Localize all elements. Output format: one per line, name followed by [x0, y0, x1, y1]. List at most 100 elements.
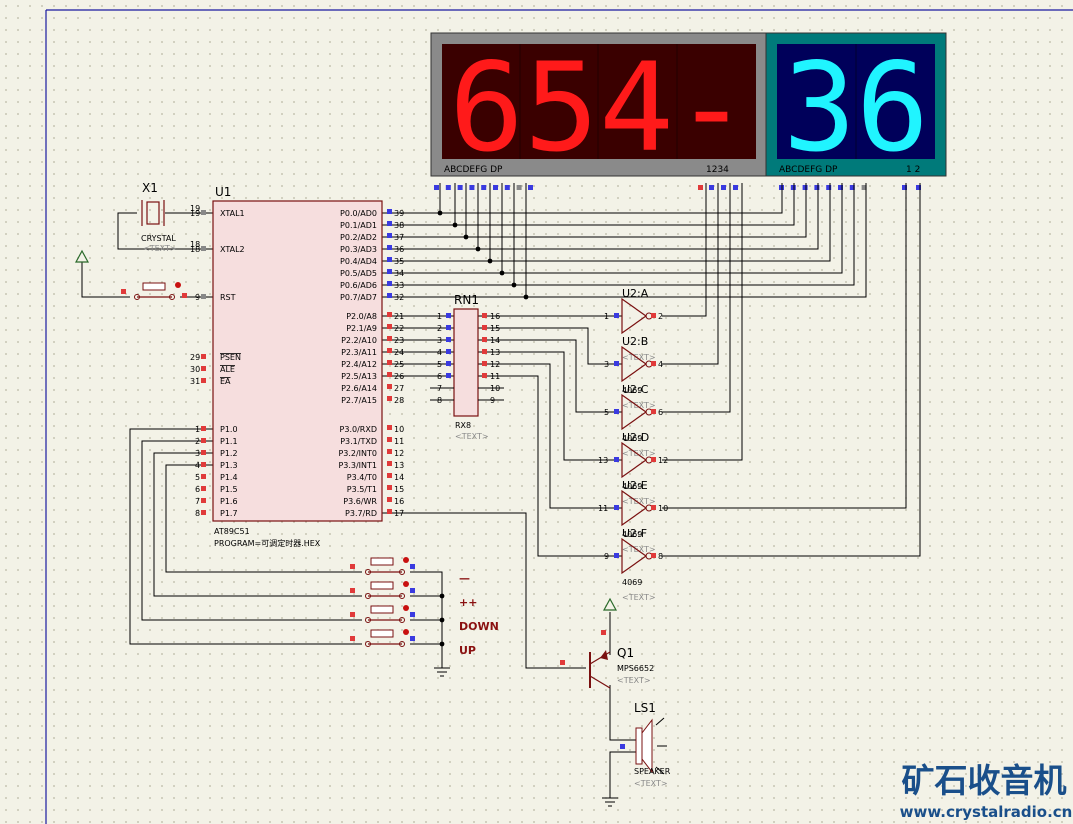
- ground-speaker: [602, 797, 618, 807]
- mcu-pin-number: 10: [394, 425, 404, 434]
- display-right-digits: 36: [783, 37, 929, 179]
- button-label: ++: [459, 596, 477, 609]
- mcu-pin-name: P3.1/TXD: [340, 437, 377, 446]
- inverter-ref: U2:C: [622, 383, 649, 396]
- mcu-pin-number: 14: [394, 473, 404, 482]
- transistor-text: <TEXT>: [617, 676, 651, 685]
- mcu-pin-name: P3.3/INT1: [338, 461, 377, 470]
- inverter-text: <TEXT>: [622, 449, 656, 458]
- speaker-ls1[interactable]: LS1 SPEAKER <TEXT>: [620, 701, 671, 788]
- button-1[interactable]: —: [350, 557, 470, 585]
- mcu-pin-number: 15: [394, 485, 404, 494]
- inverter-5[interactable]: U2:E 11 10 4069 <TEXT>: [598, 479, 668, 554]
- mcu-pin-number: 18: [190, 245, 200, 254]
- mcu-pin-number: 8: [195, 509, 200, 518]
- mcu-pin-number: 3: [195, 449, 200, 458]
- mcu-pin-name: P1.5: [220, 485, 238, 494]
- mcu-pin-name: RST: [220, 293, 236, 302]
- mcu-pin-name: P1.0: [220, 425, 238, 434]
- mcu-pin-name: EA: [220, 377, 231, 386]
- mcu-pin-name: P2.2/A10: [341, 336, 377, 345]
- mcu-pin-number: 37: [394, 233, 404, 242]
- inverter-part: 4069: [622, 386, 642, 395]
- rn1-pin-left: 5: [437, 360, 442, 369]
- mcu-pin-number: 23: [394, 336, 404, 345]
- rn1-ref: RN1: [454, 293, 479, 307]
- mcu-ref: U1: [215, 185, 231, 199]
- mcu-u1[interactable]: U1 AT89C51 PROGRAM=可调定时器.HEX XTAL119XTAL…: [190, 185, 404, 548]
- mcu-pin-number: 1: [195, 425, 200, 434]
- mcu-pin-number: 38: [394, 221, 404, 230]
- mcu-pin-name: P0.0/AD0: [340, 209, 377, 218]
- mcu-pin-name: P2.1/A9: [346, 324, 377, 333]
- mcu-pin-number: 22: [394, 324, 404, 333]
- mcu-pin-number: 9: [195, 293, 200, 302]
- mcu-pin-number: 24: [394, 348, 404, 357]
- vcc-arrow-reset: [74, 249, 90, 263]
- mcu-pin-number: 11: [394, 437, 404, 446]
- transistor-q1[interactable]: Q1 MPS6652 <TEXT>: [560, 646, 654, 689]
- mcu-pin-number: 29: [190, 353, 200, 362]
- inverter-out-pin: 4: [658, 360, 663, 369]
- mcu-pin-number: 16: [394, 497, 404, 506]
- rn1-pin-right: 12: [490, 360, 500, 369]
- inverter-ref: U2:E: [622, 479, 648, 492]
- watermark-title: 矿石收音机: [902, 761, 1067, 800]
- display-right-digit-label: 1 2: [906, 165, 920, 175]
- rn1-text: <TEXT>: [455, 432, 489, 441]
- display-left[interactable]: 654- ABCDEFG DP 1234: [430, 32, 767, 179]
- crystal-pin-b: 18: [190, 240, 200, 249]
- inverter-part: 4069: [622, 482, 642, 491]
- mcu-program: PROGRAM=可调定时器.HEX: [214, 538, 321, 548]
- inverter-part: 4069: [622, 530, 642, 539]
- button-3[interactable]: DOWN: [350, 605, 499, 633]
- inverter-in-pin: 1: [604, 312, 609, 321]
- inverter-out-pin: 10: [658, 504, 668, 513]
- rn1-pin-left: 3: [437, 336, 442, 345]
- mcu-pin-number: 28: [394, 396, 404, 405]
- crystal-pin-a: 19: [190, 204, 200, 213]
- reset-button[interactable]: [121, 282, 187, 300]
- inverter-in-pin: 9: [604, 552, 609, 561]
- mcu-pin-number: 19: [190, 209, 200, 218]
- mcu-pin-number: 27: [394, 384, 404, 393]
- watermark-url: www.crystalradio.cn: [900, 803, 1073, 821]
- crystal-x1[interactable]: X1 CRYSTAL <TEXT> 19 18: [141, 181, 200, 253]
- mcu-pin-name: P1.3: [220, 461, 238, 470]
- transistor-ref: Q1: [617, 646, 634, 660]
- mcu-pin-name: P0.4/AD4: [340, 257, 377, 266]
- vcc-arrow-transistor: [601, 597, 618, 635]
- mcu-pin-name: P1.7: [220, 509, 238, 518]
- rn1-pin-right: 16: [490, 312, 500, 321]
- rn1-part: RX8: [455, 421, 471, 430]
- mcu-pin-name: P2.6/A14: [341, 384, 377, 393]
- mcu-pin-number: 13: [394, 461, 404, 470]
- resistor-network-rn1[interactable]: RN1 RX8 <TEXT> 11621531441351261171089: [430, 293, 504, 441]
- rn1-pin-left: 4: [437, 348, 442, 357]
- inverter-in-pin: 11: [598, 504, 608, 513]
- ground-buttons: [434, 667, 450, 677]
- speaker-text: <TEXT>: [634, 779, 668, 788]
- display-right[interactable]: 36 ABCDEFG DP 1 2: [765, 32, 947, 179]
- inverter-ref: U2:A: [622, 287, 649, 300]
- speaker-part: SPEAKER: [634, 767, 671, 776]
- display-pins: [434, 185, 921, 190]
- button-4[interactable]: UP: [350, 629, 476, 657]
- mcu-pin-name: P1.2: [220, 449, 238, 458]
- transistor-part: MPS6652: [617, 664, 654, 673]
- button-2[interactable]: ++: [350, 581, 477, 609]
- mcu-pin-number: 7: [195, 497, 200, 506]
- inverter-text: <TEXT>: [622, 545, 656, 554]
- mcu-pin-name: P0.6/AD6: [340, 281, 377, 290]
- inverter-ref: U2:F: [622, 527, 647, 540]
- display-right-segment-label: ABCDEFG DP: [779, 165, 838, 175]
- junction-dots: [437, 210, 529, 647]
